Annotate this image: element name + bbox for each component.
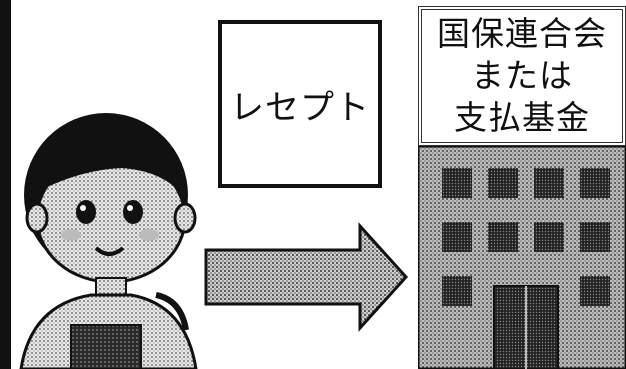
receipt-label: レセプト (230, 87, 370, 128)
office-building-icon (418, 146, 626, 369)
institution-name-line-1: 国保連合会 (437, 14, 607, 53)
right-arrow-icon (204, 222, 409, 332)
institution-name-line-3: 支払基金 (454, 98, 590, 137)
institution-sign: 国保連合会 または 支払基金 (418, 6, 626, 146)
left-border-bar (0, 0, 11, 369)
receipt-box: レセプト (218, 20, 382, 188)
woman-portrait-icon (19, 113, 198, 369)
institution-area: 国保連合会 または 支払基金 (414, 0, 626, 369)
institution-name-line-2: または (471, 56, 573, 95)
